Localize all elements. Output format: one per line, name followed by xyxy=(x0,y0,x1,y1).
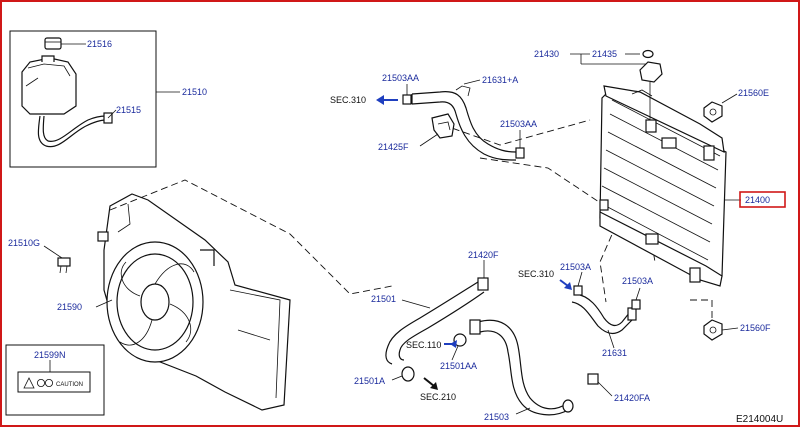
reservoir-hose-21631 xyxy=(571,293,637,349)
hose-clamp-21503a-2 xyxy=(631,287,641,310)
label-21503a-2: 21503A xyxy=(622,276,653,286)
label-21420f: 21420F xyxy=(468,250,499,260)
label-21435: 21435 xyxy=(592,49,617,59)
label-sec310-mid: SEC.310 xyxy=(518,269,554,279)
label-21510g: 21510G xyxy=(8,238,40,248)
lower-hose-21503 xyxy=(469,319,574,416)
label-21503: 21503 xyxy=(484,412,509,422)
label-21501a: 21501A xyxy=(354,376,385,386)
label-21560e: 21560E xyxy=(738,88,769,98)
hose-clamp-21501aa xyxy=(451,333,467,361)
upper-radiator-hose xyxy=(411,85,517,161)
label-sec210: SEC.210 xyxy=(420,392,456,402)
assembly-line-mid xyxy=(479,157,621,303)
label-21560f: 21560F xyxy=(740,323,771,333)
direction-arrow-sec110 xyxy=(444,340,457,348)
highlight-21400 xyxy=(739,191,786,208)
direction-arrow-sec310-top xyxy=(376,95,398,105)
assembly-line-right xyxy=(690,299,713,322)
drain-plug-oring xyxy=(642,49,654,59)
hose-bracket-21425f xyxy=(419,113,455,147)
hose-clamp-21503aa-mid xyxy=(515,130,525,159)
label-21501: 21501 xyxy=(371,294,396,304)
bolt-21510g xyxy=(43,245,71,274)
label-21503a-1: 21503A xyxy=(560,262,591,272)
mount-rubber-21560e xyxy=(703,93,738,123)
label-21400: 21400 xyxy=(745,195,770,205)
caution-label-box xyxy=(5,344,105,416)
label-21516: 21516 xyxy=(87,39,112,49)
label-21599n: 21599N xyxy=(34,350,66,360)
assembly-line-shroud xyxy=(109,179,393,295)
assembly-line-upper xyxy=(431,119,591,146)
label-sec310-top: SEC.310 xyxy=(330,95,366,105)
label-21501aa: 21501AA xyxy=(440,361,477,371)
label-21590: 21590 xyxy=(57,302,82,312)
hose-clamp-21420f xyxy=(477,260,489,291)
hose-clamp-21420fa xyxy=(587,373,613,397)
diagram-code: E214004U xyxy=(736,414,783,425)
label-21420fa: 21420FA xyxy=(614,393,650,403)
label-21425f: 21425F xyxy=(378,142,409,152)
label-21631: 21631 xyxy=(602,348,627,358)
direction-arrow-sec210 xyxy=(423,377,438,390)
radiator-core xyxy=(599,61,727,287)
label-21631a: 21631+A xyxy=(482,75,518,85)
mount-rubber-21560f xyxy=(703,319,739,341)
label-21503aa-top: 21503AA xyxy=(382,73,419,83)
lower-radiator-hose-21501 xyxy=(385,281,485,365)
label-21503aa-mid: 21503AA xyxy=(500,119,537,129)
hose-clamp-21501a xyxy=(391,366,415,382)
hose-clamp-21503a-1 xyxy=(573,271,583,296)
fan-shroud xyxy=(97,193,291,411)
hose-clamp-21503aa-top xyxy=(402,84,412,105)
label-sec110: SEC.110 xyxy=(406,340,441,350)
label-21510: 21510 xyxy=(182,87,207,97)
direction-arrow-sec310-mid xyxy=(559,279,572,290)
label-21515: 21515 xyxy=(116,105,141,115)
caution-text: CAUTION xyxy=(56,382,83,388)
label-21430: 21430 xyxy=(534,49,559,59)
reservoir-tank-inset xyxy=(9,30,180,168)
